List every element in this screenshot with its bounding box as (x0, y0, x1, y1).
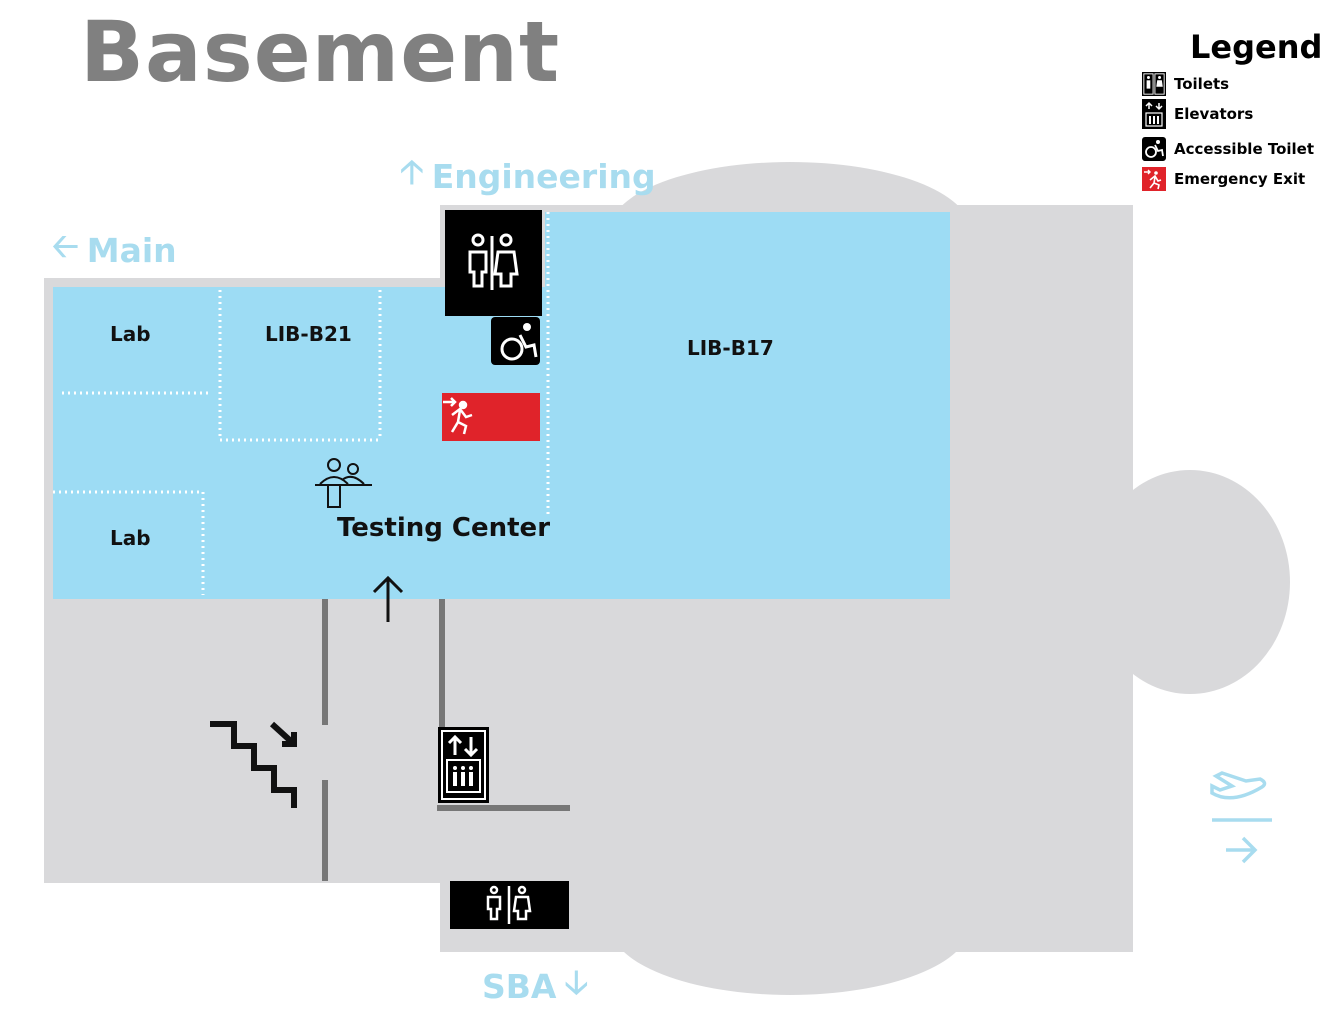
legend-label-accessible-toilet: Accessible Toilet (1174, 140, 1315, 158)
floor-title: Basement (80, 3, 561, 101)
entry-arrow (372, 575, 404, 622)
legend-item-emergency-exit: Emergency Exit (1142, 167, 1305, 191)
legend-label-elevators: Elevators (1174, 105, 1254, 123)
legend-label-emergency-exit: Emergency Exit (1174, 170, 1306, 188)
legend-item-accessible-toilet: Accessible Toilet (1142, 137, 1314, 161)
stairs-icon (210, 721, 297, 808)
direction-engineering[interactable]: 🡡 Engineering (400, 148, 656, 204)
room-dividers (53, 212, 550, 595)
emergency-exit-icon (1142, 167, 1166, 191)
direction-engineering-label: Engineering (431, 156, 656, 196)
room-label-lab-bottom: Lab (110, 526, 151, 550)
room-label-testing-center: Testing Center (337, 513, 551, 543)
legend-item-toilets: Toilets (1142, 72, 1229, 96)
legend-item-elevators: Elevators (1142, 99, 1254, 129)
direction-main-label: Main (86, 230, 177, 270)
legend-title: Legend (1190, 28, 1323, 66)
legend-label-toilets: Toilets (1174, 75, 1230, 93)
room-label-lib-b17: LIB-B17 (687, 336, 774, 360)
accessible-icon (491, 317, 540, 365)
arrow-down-icon: 🡣 (564, 962, 589, 1001)
airport-direction-icon (1210, 771, 1272, 864)
accessible-icon (1142, 137, 1166, 161)
toilet-icon (1142, 72, 1166, 96)
toilet-icon (450, 881, 569, 929)
testing-center-area (53, 287, 553, 599)
arrow-up-icon: 🡡 (400, 152, 424, 191)
emergency-exit-icon (442, 393, 540, 441)
east-rotunda (1090, 470, 1290, 694)
elevator-icon (1142, 99, 1166, 129)
arrow-left-icon: 🡠 (52, 226, 79, 265)
toilet-icon (445, 210, 542, 316)
direction-sba[interactable]: SBA 🡣 (482, 958, 588, 1014)
direction-sba-label: SBA (482, 966, 557, 1006)
lib-b17-area (545, 212, 950, 599)
elevator-icon (438, 727, 489, 803)
corridor-walls (322, 599, 570, 881)
room-label-lib-b21: LIB-B21 (265, 322, 352, 346)
testing-center-icon (315, 458, 372, 508)
room-label-lab-top: Lab (110, 322, 151, 346)
direction-main[interactable]: 🡠 Main (52, 222, 177, 278)
